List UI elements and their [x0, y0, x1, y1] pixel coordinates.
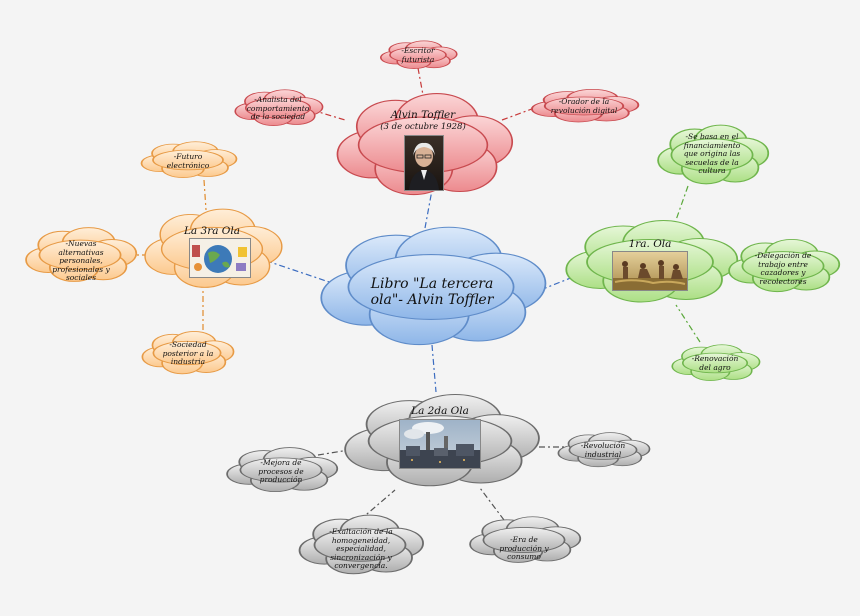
central-title: Libro "La tercera ola"- Alvin Toffler — [370, 276, 494, 308]
third-wave-child-2: -Nuevas alternativas personales, profesi… — [52, 239, 110, 282]
second-wave-child-3: -Exaltación de la homogeneidad, especial… — [329, 527, 393, 570]
connector-third-wave — [269, 261, 339, 286]
second-wave-image — [399, 419, 481, 469]
author-child-1: -Escritor futurista — [401, 46, 435, 64]
connector-second-wave — [431, 344, 437, 393]
first-wave-child-2: -Delegación de trabajo entre cazadores y… — [754, 251, 812, 286]
author-photo — [404, 135, 444, 191]
first-wave-child-3: -Renovación del agro — [691, 354, 739, 372]
second-wave-child-4: -Era de producción y consumo — [499, 535, 549, 561]
first-wave-title: 1ra. Ola — [628, 238, 672, 250]
author-name: Alvin Toffler — [390, 109, 456, 121]
author-child-3: -Orador de la revolución digital — [550, 97, 618, 115]
author-date: (3 de octubre 1928) — [380, 122, 466, 132]
third-wave-title: La 3ra Ola — [183, 225, 241, 237]
third-wave-child-3: -Sociedad posterior a la industria — [162, 340, 214, 366]
author-child-2: -Analista del comportamiento de la socie… — [246, 95, 310, 121]
third-wave-image — [189, 238, 251, 278]
first-wave-child-1: -Se basa en el financiamiento que origin… — [683, 132, 741, 175]
second-wave-title: La 2da Ola — [411, 405, 469, 417]
second-wave-child-1: -Revolución industrial — [580, 441, 626, 459]
first-wave-image — [612, 251, 688, 291]
third-wave-child-1: -Futuro electrónico — [166, 152, 210, 170]
second-wave-child-2: -Mejora de procesos de producción — [258, 458, 304, 484]
connector-author — [424, 189, 433, 229]
